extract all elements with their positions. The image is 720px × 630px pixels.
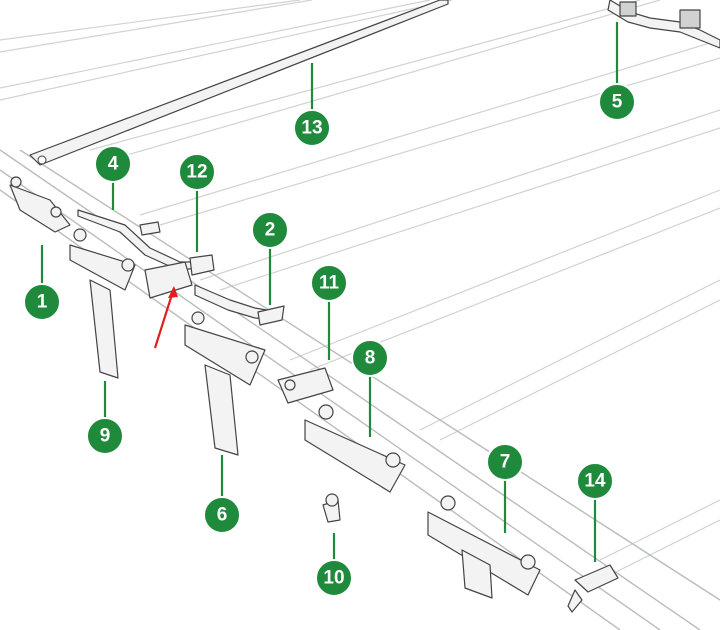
part-2-arm (194, 284, 285, 326)
callout-11-label: 11 (319, 273, 340, 294)
callout-1-label: 1 (37, 292, 48, 313)
part-14-end-cap (567, 564, 619, 613)
callout-7: 7 (486, 443, 524, 481)
part-7-bracket (427, 495, 541, 599)
callout-2-label: 2 (265, 220, 276, 241)
part-5-rear-bracket (607, 0, 720, 49)
callout-bubbles: 1 2 4 5 6 7 8 9 (23, 83, 636, 597)
callout-13-label: 13 (301, 118, 322, 139)
part-10-clip (322, 493, 341, 523)
callout-14-label: 14 (584, 471, 606, 492)
part-6-bracket (184, 311, 266, 456)
callout-10: 10 (315, 559, 353, 597)
callout-10-label: 10 (323, 568, 344, 589)
part-13-long-bar (29, 0, 449, 166)
part-11-clamp (277, 367, 334, 404)
callout-6-label: 6 (217, 505, 228, 526)
callout-13: 13 (293, 109, 331, 147)
callout-6: 6 (203, 496, 241, 534)
callout-5-label: 5 (612, 92, 623, 113)
callout-12: 12 (178, 153, 216, 191)
callout-4: 4 (94, 145, 132, 183)
pointer-arrow (153, 286, 178, 349)
callout-2: 2 (251, 211, 289, 249)
callout-12-label: 12 (186, 162, 207, 183)
callout-8: 8 (351, 339, 389, 377)
part-12-block (144, 254, 215, 299)
callout-9-label: 9 (100, 426, 111, 447)
part-8-bracket (304, 404, 406, 493)
callout-1: 1 (23, 283, 61, 321)
callout-4-label: 4 (108, 154, 119, 175)
callout-14: 14 (576, 462, 614, 500)
callout-11: 11 (310, 264, 348, 302)
part-1-front-clamp (9, 176, 71, 233)
callout-7-label: 7 (500, 452, 511, 473)
callout-8-label: 8 (365, 348, 376, 369)
part-9-bracket (69, 228, 136, 379)
callout-5: 5 (598, 83, 636, 121)
callout-9: 9 (86, 417, 124, 455)
